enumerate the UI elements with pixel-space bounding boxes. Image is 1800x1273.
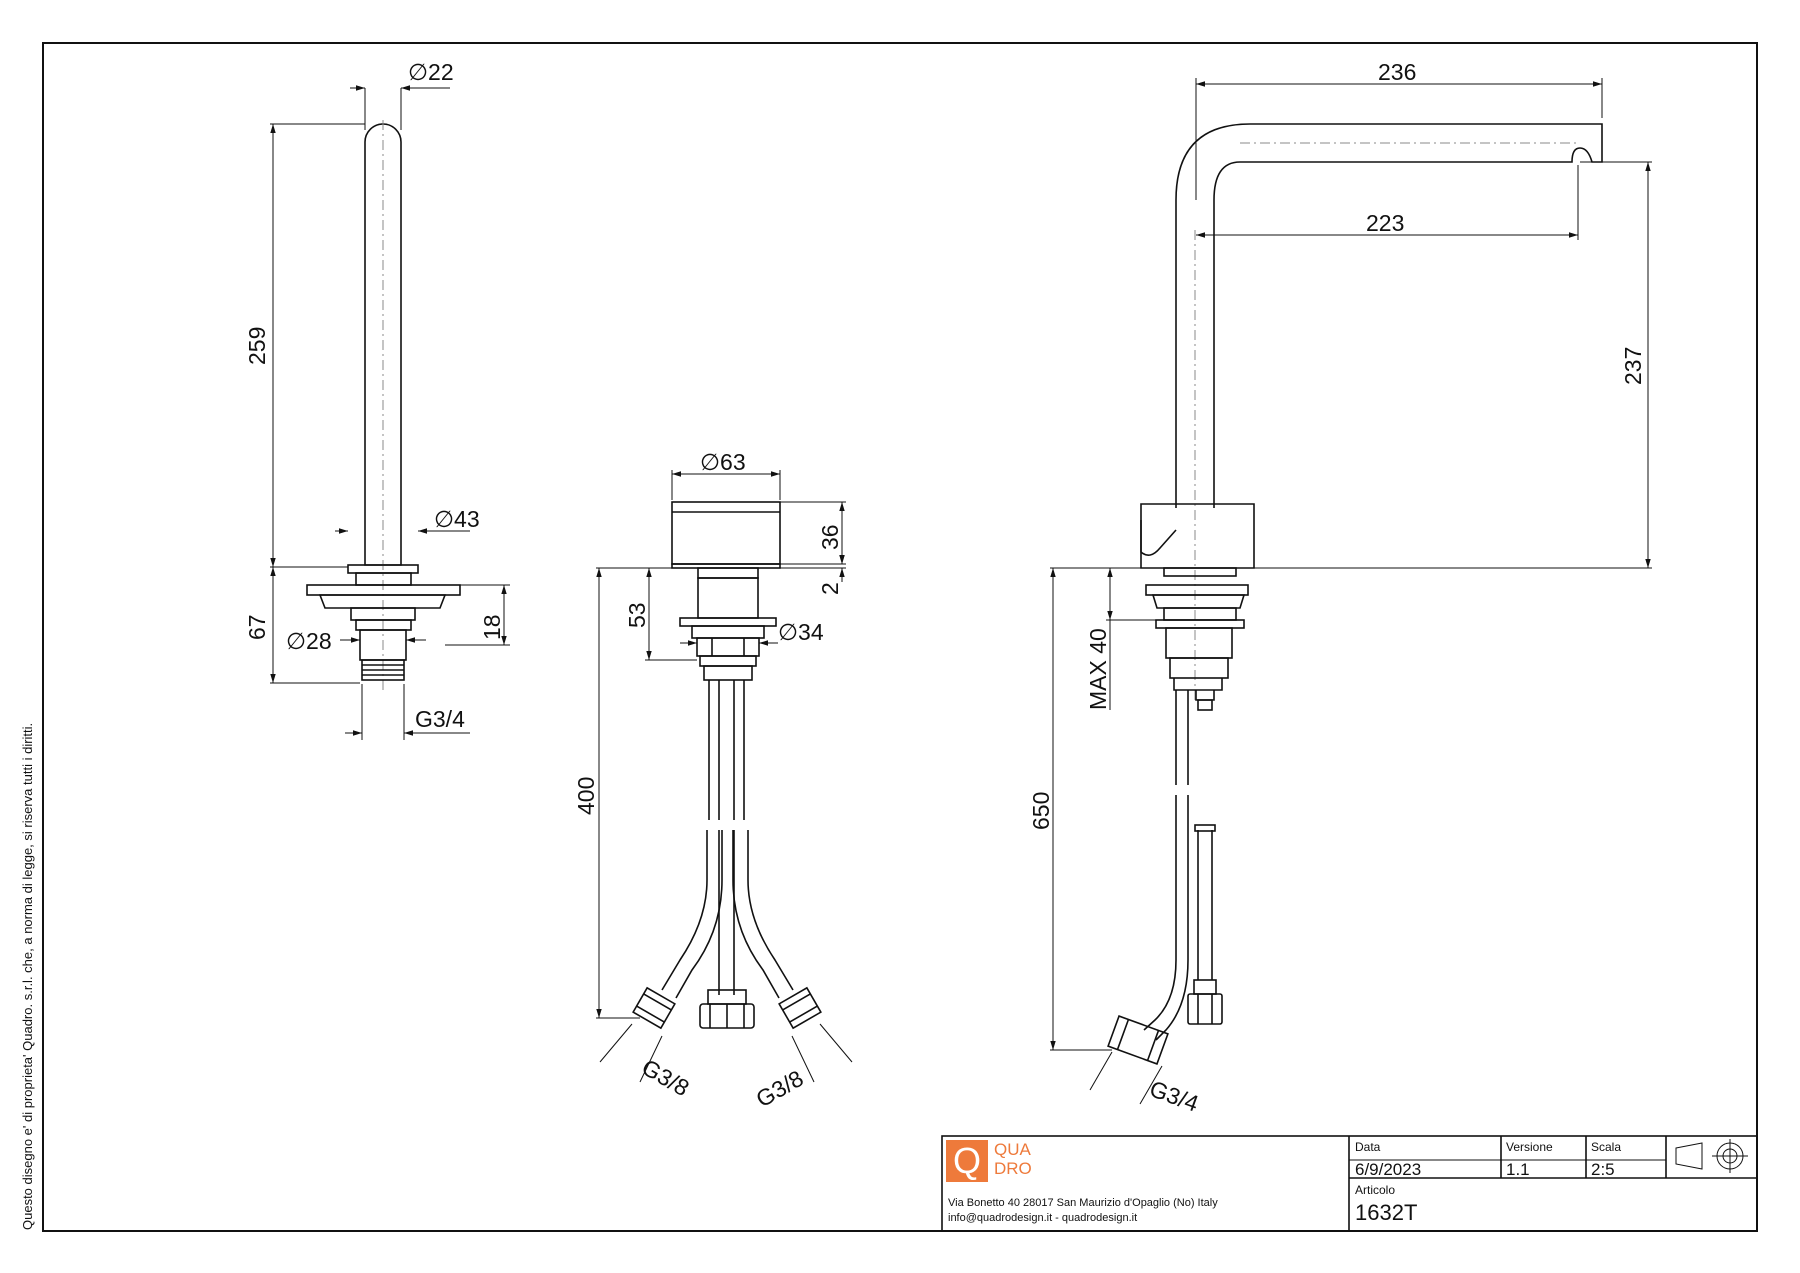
dim-thread-g34-left: G3/4 xyxy=(415,706,465,732)
scala-value: 2:5 xyxy=(1591,1160,1615,1179)
versione-label: Versione xyxy=(1506,1140,1553,1154)
mixer-view xyxy=(632,501,822,1030)
quadro-logo: Q xyxy=(946,1140,988,1182)
tap-side-view xyxy=(1107,123,1603,1065)
dim-height-2: 2 xyxy=(817,582,843,595)
dim-height-18: 18 xyxy=(479,614,505,640)
dim-width-236: 236 xyxy=(1378,59,1416,85)
articolo-value: 1632T xyxy=(1355,1200,1418,1225)
spout-dimensions xyxy=(270,85,510,740)
data-label: Data xyxy=(1355,1140,1381,1154)
spout-view xyxy=(306,120,461,690)
articolo-label: Articolo xyxy=(1355,1183,1396,1197)
mixer-dimensions xyxy=(596,470,853,1083)
dim-max-40: MAX 40 xyxy=(1085,628,1111,710)
dim-height-53: 53 xyxy=(624,602,650,628)
quadro-logo-text: QUA DRO xyxy=(994,1140,1032,1178)
dim-height-67: 67 xyxy=(244,614,270,640)
dim-height-36: 36 xyxy=(817,524,843,550)
dim-thread-g34-right: G3/4 xyxy=(1146,1075,1202,1117)
dim-diameter-43: ∅43 xyxy=(434,506,480,532)
dim-thread-g38-right: G3/8 xyxy=(752,1065,808,1112)
data-value: 6/9/2023 xyxy=(1355,1160,1422,1179)
dim-diameter-34: ∅34 xyxy=(778,619,824,645)
dim-thread-g38-left: G3/8 xyxy=(638,1054,694,1101)
dim-diameter-63: ∅63 xyxy=(700,449,746,475)
versione-value: 1.1 xyxy=(1506,1160,1530,1179)
dim-diameter-28: ∅28 xyxy=(286,628,332,654)
logo-line-2: DRO xyxy=(994,1159,1032,1178)
company-contact: info@quadrodesign.it - quadrodesign.it xyxy=(948,1212,1138,1224)
logo-line-1: QUA xyxy=(994,1140,1031,1159)
dim-height-259: 259 xyxy=(244,327,270,365)
projection-symbol-icon xyxy=(1675,1139,1748,1173)
scala-label: Scala xyxy=(1591,1140,1622,1154)
dim-length-650: 650 xyxy=(1028,792,1054,830)
title-block xyxy=(941,1135,1758,1232)
dim-height-237: 237 xyxy=(1620,347,1646,385)
drawing-frame xyxy=(42,42,1758,1232)
dim-length-400: 400 xyxy=(573,777,599,815)
dim-diameter-22: ∅22 xyxy=(408,59,454,85)
dim-width-223: 223 xyxy=(1366,210,1404,236)
tap-dimensions xyxy=(1050,78,1652,1105)
company-address: Via Bonetto 40 28017 San Maurizio d'Opag… xyxy=(948,1197,1218,1209)
